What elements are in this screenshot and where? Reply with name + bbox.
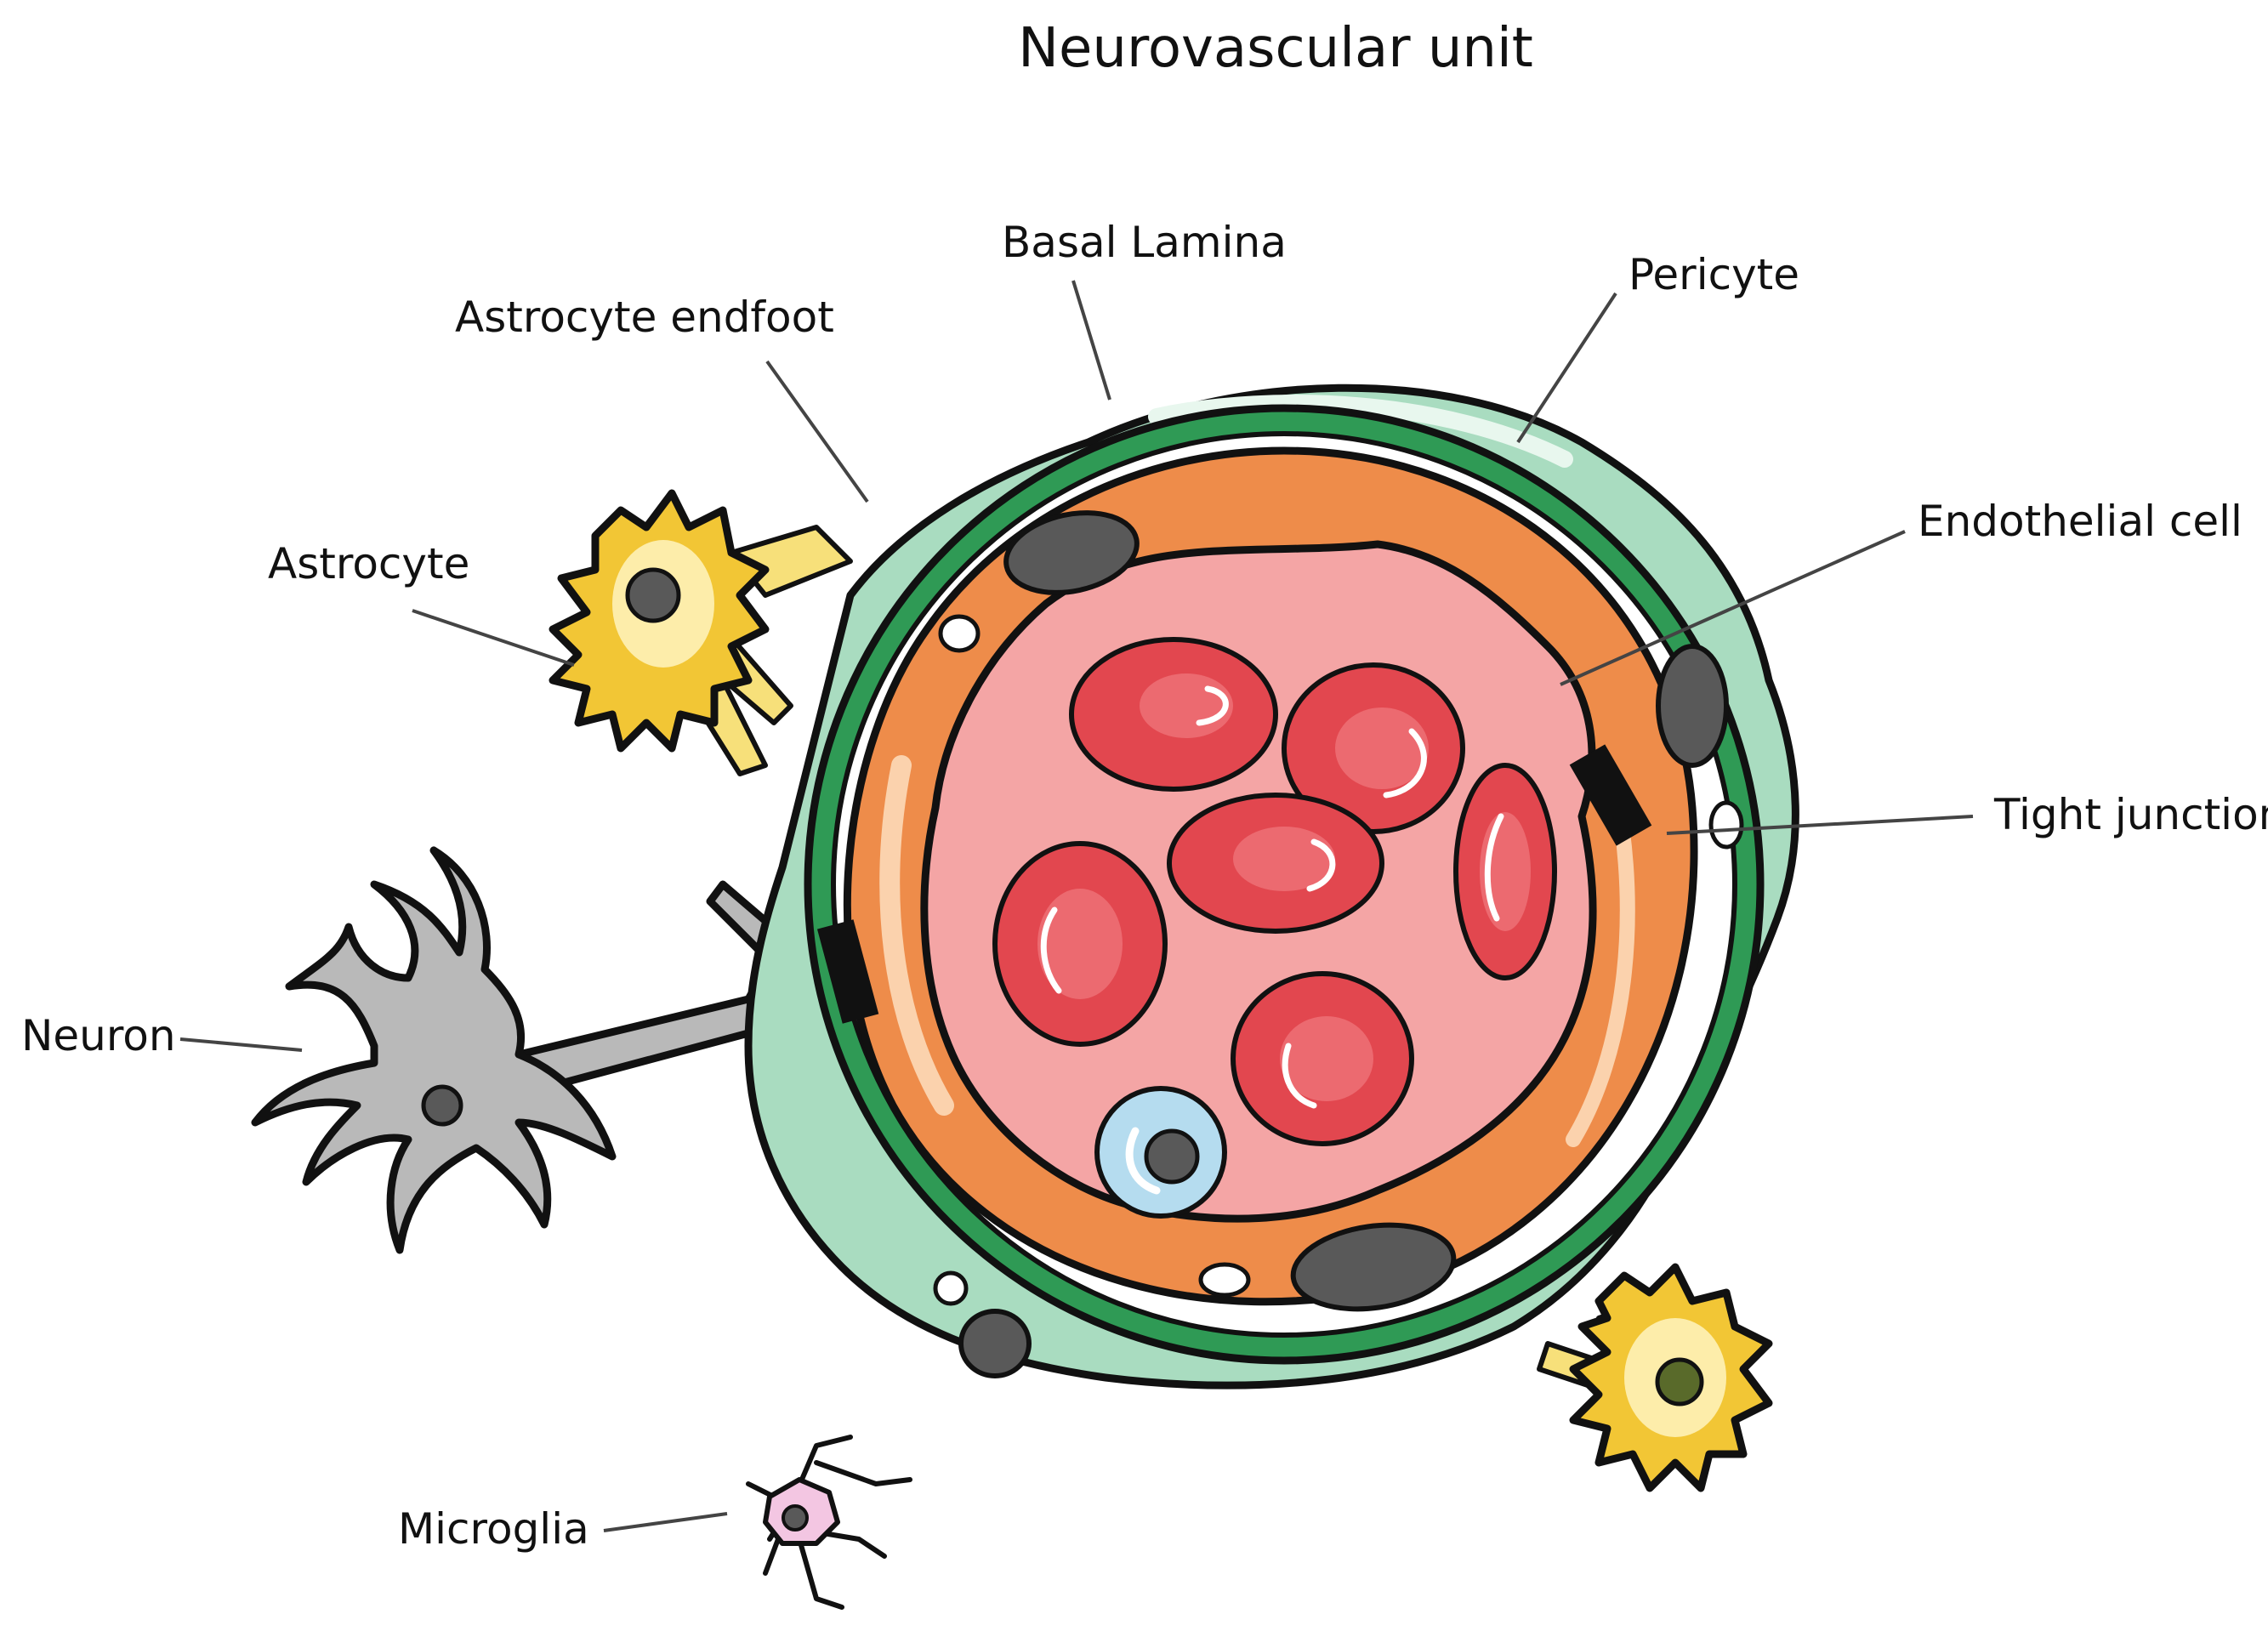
red-blood-cell — [1282, 662, 1465, 834]
microglia — [746, 1435, 912, 1610]
red-blood-cell — [1231, 971, 1414, 1146]
label-astrocyte: Astrocyte — [268, 539, 469, 588]
label-neuron: Neuron — [21, 1011, 176, 1060]
label-endothelial-cell: Endothelial cell — [1918, 497, 2242, 546]
label-astrocyte-endfoot: Astrocyte endfoot — [455, 293, 834, 342]
label-microglia: Microglia — [398, 1504, 589, 1554]
astrocyte-nucleus — [625, 567, 681, 623]
endothelial-nucleus — [1290, 1222, 1457, 1312]
red-blood-cell — [992, 841, 1168, 1047]
label-tight-junction: Tight junction — [1993, 790, 2268, 839]
neuron-nucleus — [421, 1084, 463, 1127]
red-blood-cell — [1069, 637, 1278, 792]
label-pericyte: Pericyte — [1629, 250, 1799, 299]
astrocyte-top — [549, 489, 853, 776]
red-blood-cell — [1453, 763, 1557, 980]
endothelial-nucleus — [1003, 510, 1140, 595]
label-basal-lamina: Basal Lamina — [1002, 218, 1287, 267]
astrocyte-bottom — [1537, 1263, 1773, 1492]
leader-lines — [179, 280, 1974, 1532]
pericyte-nucleus — [1656, 644, 1729, 768]
pericyte-nucleus — [958, 1309, 1032, 1378]
blood-vessel — [744, 384, 1799, 1389]
tight-junction — [816, 919, 879, 1024]
leukocyte — [1094, 1086, 1227, 1219]
red-blood-cell — [1167, 793, 1384, 934]
diagram-title: Neurovascular unit — [1018, 17, 1533, 80]
neuron — [251, 846, 804, 1254]
tight-junction — [1569, 744, 1652, 846]
